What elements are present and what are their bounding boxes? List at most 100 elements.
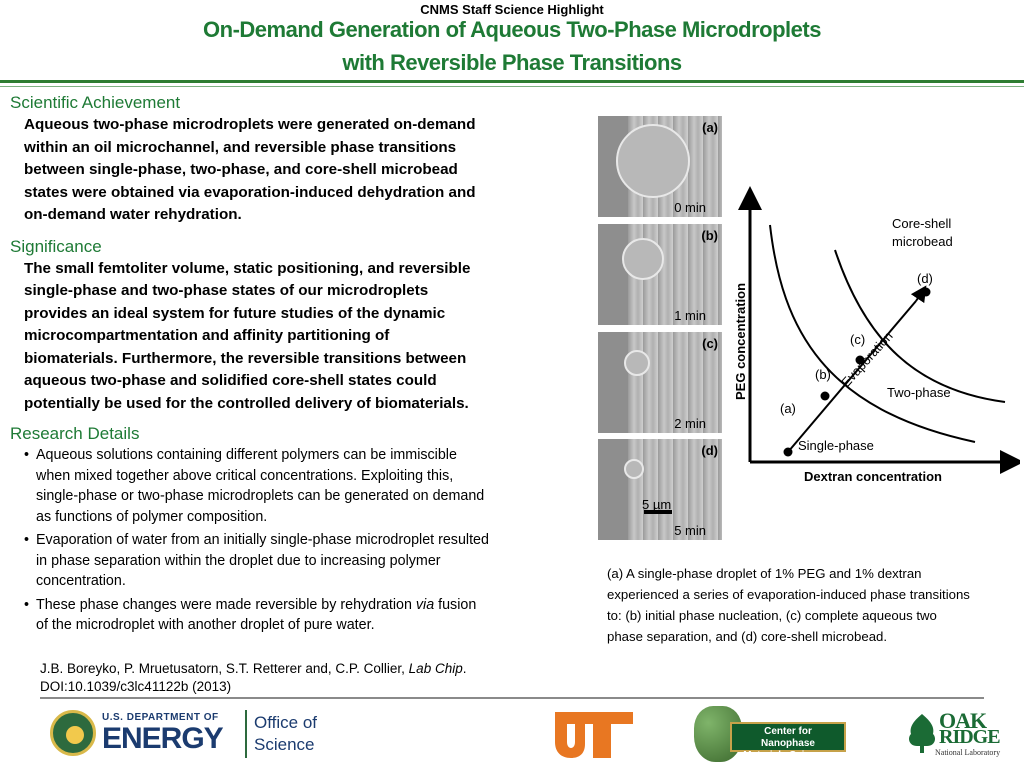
droplet	[616, 124, 690, 198]
citation-doi: DOI:10.1039/c3lc41122b (2013)	[40, 679, 232, 694]
significance-line: single-phase and two-phase states of our…	[24, 282, 429, 299]
page-title-line1: On-Demand Generation of Aqueous Two-Phas…	[203, 17, 821, 42]
caption-line: to: (b) initial phase nucleation, (c) co…	[607, 608, 937, 623]
citation: J.B. Boreyko, P. Mruetusatorn, S.T. Rett…	[40, 660, 600, 696]
achievement-body: Aqueous two-phase microdroplets were gen…	[24, 114, 580, 227]
caption-line: experienced a series of evaporation-indu…	[607, 587, 970, 602]
office-line2: Science	[254, 735, 315, 754]
achievement-line: between single-phase, two-phase, and cor…	[24, 161, 458, 178]
figure-caption: (a) A single-phase droplet of 1% PEG and…	[607, 563, 1007, 647]
phase-diagram: (a) (b) (c) (d) Evaporation Core-shell m…	[733, 186, 1020, 484]
channel-wall	[598, 332, 628, 433]
droplet	[624, 350, 650, 376]
footer-rule	[40, 697, 984, 699]
citation-authors: J.B. Boreyko, P. Mruetusatorn, S.T. Rett…	[40, 661, 409, 676]
bullet-line: single-phase or two-phase microdroplets …	[36, 488, 485, 504]
point-label-a: (a)	[780, 401, 796, 416]
panel-label: (c)	[702, 336, 718, 351]
y-axis-label: PEG concentration	[733, 283, 748, 400]
core-shell-boundary	[834, 249, 1006, 403]
ornl-logo: OAK RIDGE National Laboratory	[905, 706, 1005, 764]
micrograph-b: (b) 1 min	[598, 224, 722, 325]
header-rule	[0, 80, 1024, 83]
bullet-line: These phase changes were made reversible…	[36, 595, 580, 616]
cnms-line1: Center for Nanophase	[761, 726, 815, 749]
significance-line: biomaterials. Furthermore, the reversibl…	[24, 349, 467, 367]
significance-line: provides an ideal system for future stud…	[24, 304, 446, 322]
office-line1: Office of	[254, 713, 317, 732]
doe-energy-text: ENERGY	[102, 722, 224, 755]
panel-label: (d)	[701, 443, 718, 458]
region-core-shell-line2: microbead	[892, 234, 953, 249]
cnms-logo: Center for Nanophase Materials Sciences	[694, 706, 854, 762]
achievement-heading: Scientific Achievement	[10, 93, 181, 112]
achievement-line: within an oil microchannel, and reversib…	[24, 138, 457, 156]
time-label: 2 min	[674, 416, 706, 431]
program-label: CNMS Staff Science Highlight	[420, 2, 604, 17]
logo-divider	[245, 710, 247, 758]
point-label-c: (c)	[850, 332, 865, 347]
bullet-line: of the microdroplet with another droplet…	[36, 617, 375, 633]
significance-line: The small femtoliter volume, static posi…	[24, 259, 471, 277]
caption-line: (a) A single-phase droplet of 1% PEG and…	[607, 566, 922, 581]
region-single-phase: Single-phase	[798, 438, 874, 453]
evaporation-path	[787, 300, 917, 453]
point-b	[820, 391, 830, 401]
details-heading: Research Details	[10, 424, 140, 443]
bullet-italic-text: via	[415, 596, 435, 613]
citation-line: J.B. Boreyko, P. Mruetusatorn, S.T. Rett…	[40, 660, 600, 678]
micrograph-a: (a) 0 min	[598, 116, 722, 217]
panel-label: (a)	[702, 120, 718, 135]
citation-journal: Lab Chip	[408, 661, 463, 676]
bullet-symbol: •	[24, 447, 30, 463]
citation-punct: .	[462, 661, 467, 676]
point-a	[783, 447, 793, 457]
bullet-text: These phase changes were made reversible…	[36, 596, 416, 613]
oak-leaf-icon	[909, 714, 935, 753]
achievement-line: Aqueous two-phase microdroplets were gen…	[24, 116, 476, 133]
bullet-line: in phase separation within the droplet d…	[36, 552, 441, 569]
scale-bar	[644, 510, 672, 514]
time-label: 1 min	[674, 308, 706, 323]
doe-department-text: U.S. DEPARTMENT OF	[102, 712, 219, 723]
binodal-curve	[769, 224, 976, 443]
bullet-line: as functions of polymer composition.	[36, 508, 268, 525]
point-c	[855, 355, 865, 365]
cnms-name-box: Center for Nanophase Materials Sciences	[730, 722, 846, 761]
droplet	[622, 238, 664, 280]
panel-label: (b)	[701, 228, 718, 243]
office-of-science-text: Office of Science	[254, 712, 317, 756]
droplet	[624, 459, 644, 479]
x-axis-label: Dextran concentration	[804, 469, 942, 484]
list-item: • These phase changes were made reversib…	[24, 595, 580, 636]
channel-wall	[598, 439, 628, 540]
cnms-line2: Materials Sciences	[743, 750, 833, 761]
ornl-oak-text: OAK	[939, 708, 987, 733]
bullet-symbol: •	[24, 532, 30, 548]
header-rule-thin	[0, 86, 1024, 87]
bullet-text: fusion	[434, 596, 477, 613]
significance-line: potentially be used for the controlled d…	[24, 394, 469, 412]
details-list: • Aqueous solutions containing different…	[24, 445, 580, 636]
achievement-line: states were obtained via evaporation-ind…	[24, 183, 476, 201]
point-d	[921, 287, 931, 297]
list-item: • Aqueous solutions containing different…	[24, 445, 580, 527]
channel-wall	[598, 224, 628, 325]
achievement-line: on-demand water rehydration.	[24, 206, 242, 223]
significance-line: aqueous two-phase and solidified core-sh…	[24, 372, 437, 389]
bullet-symbol: •	[24, 596, 30, 613]
significance-heading: Significance	[10, 236, 102, 256]
point-label-b: (b)	[815, 367, 831, 382]
list-item: • Evaporation of water from an initially…	[24, 530, 580, 592]
bullet-line: Evaporation of water from an initially s…	[36, 532, 489, 548]
ornl-lab-text: National Laboratory	[935, 748, 1001, 757]
time-label: 0 min	[674, 200, 706, 215]
point-label-d: (d)	[917, 271, 933, 286]
micrograph-strip: (a) 0 min (b) 1 min (c) 2 min (d) 5 µm 5…	[598, 116, 722, 540]
scale-bar-label: 5 µm	[642, 497, 672, 512]
doe-office-of-science-logo: U.S. DEPARTMENT OF ENERGY Office of Scie…	[50, 708, 342, 764]
ut-mark-icon	[555, 712, 633, 758]
doe-seal-icon	[50, 710, 96, 756]
micrograph-d: (d) 5 µm 5 min	[598, 439, 722, 540]
micrograph-c: (c) 2 min	[598, 332, 722, 433]
